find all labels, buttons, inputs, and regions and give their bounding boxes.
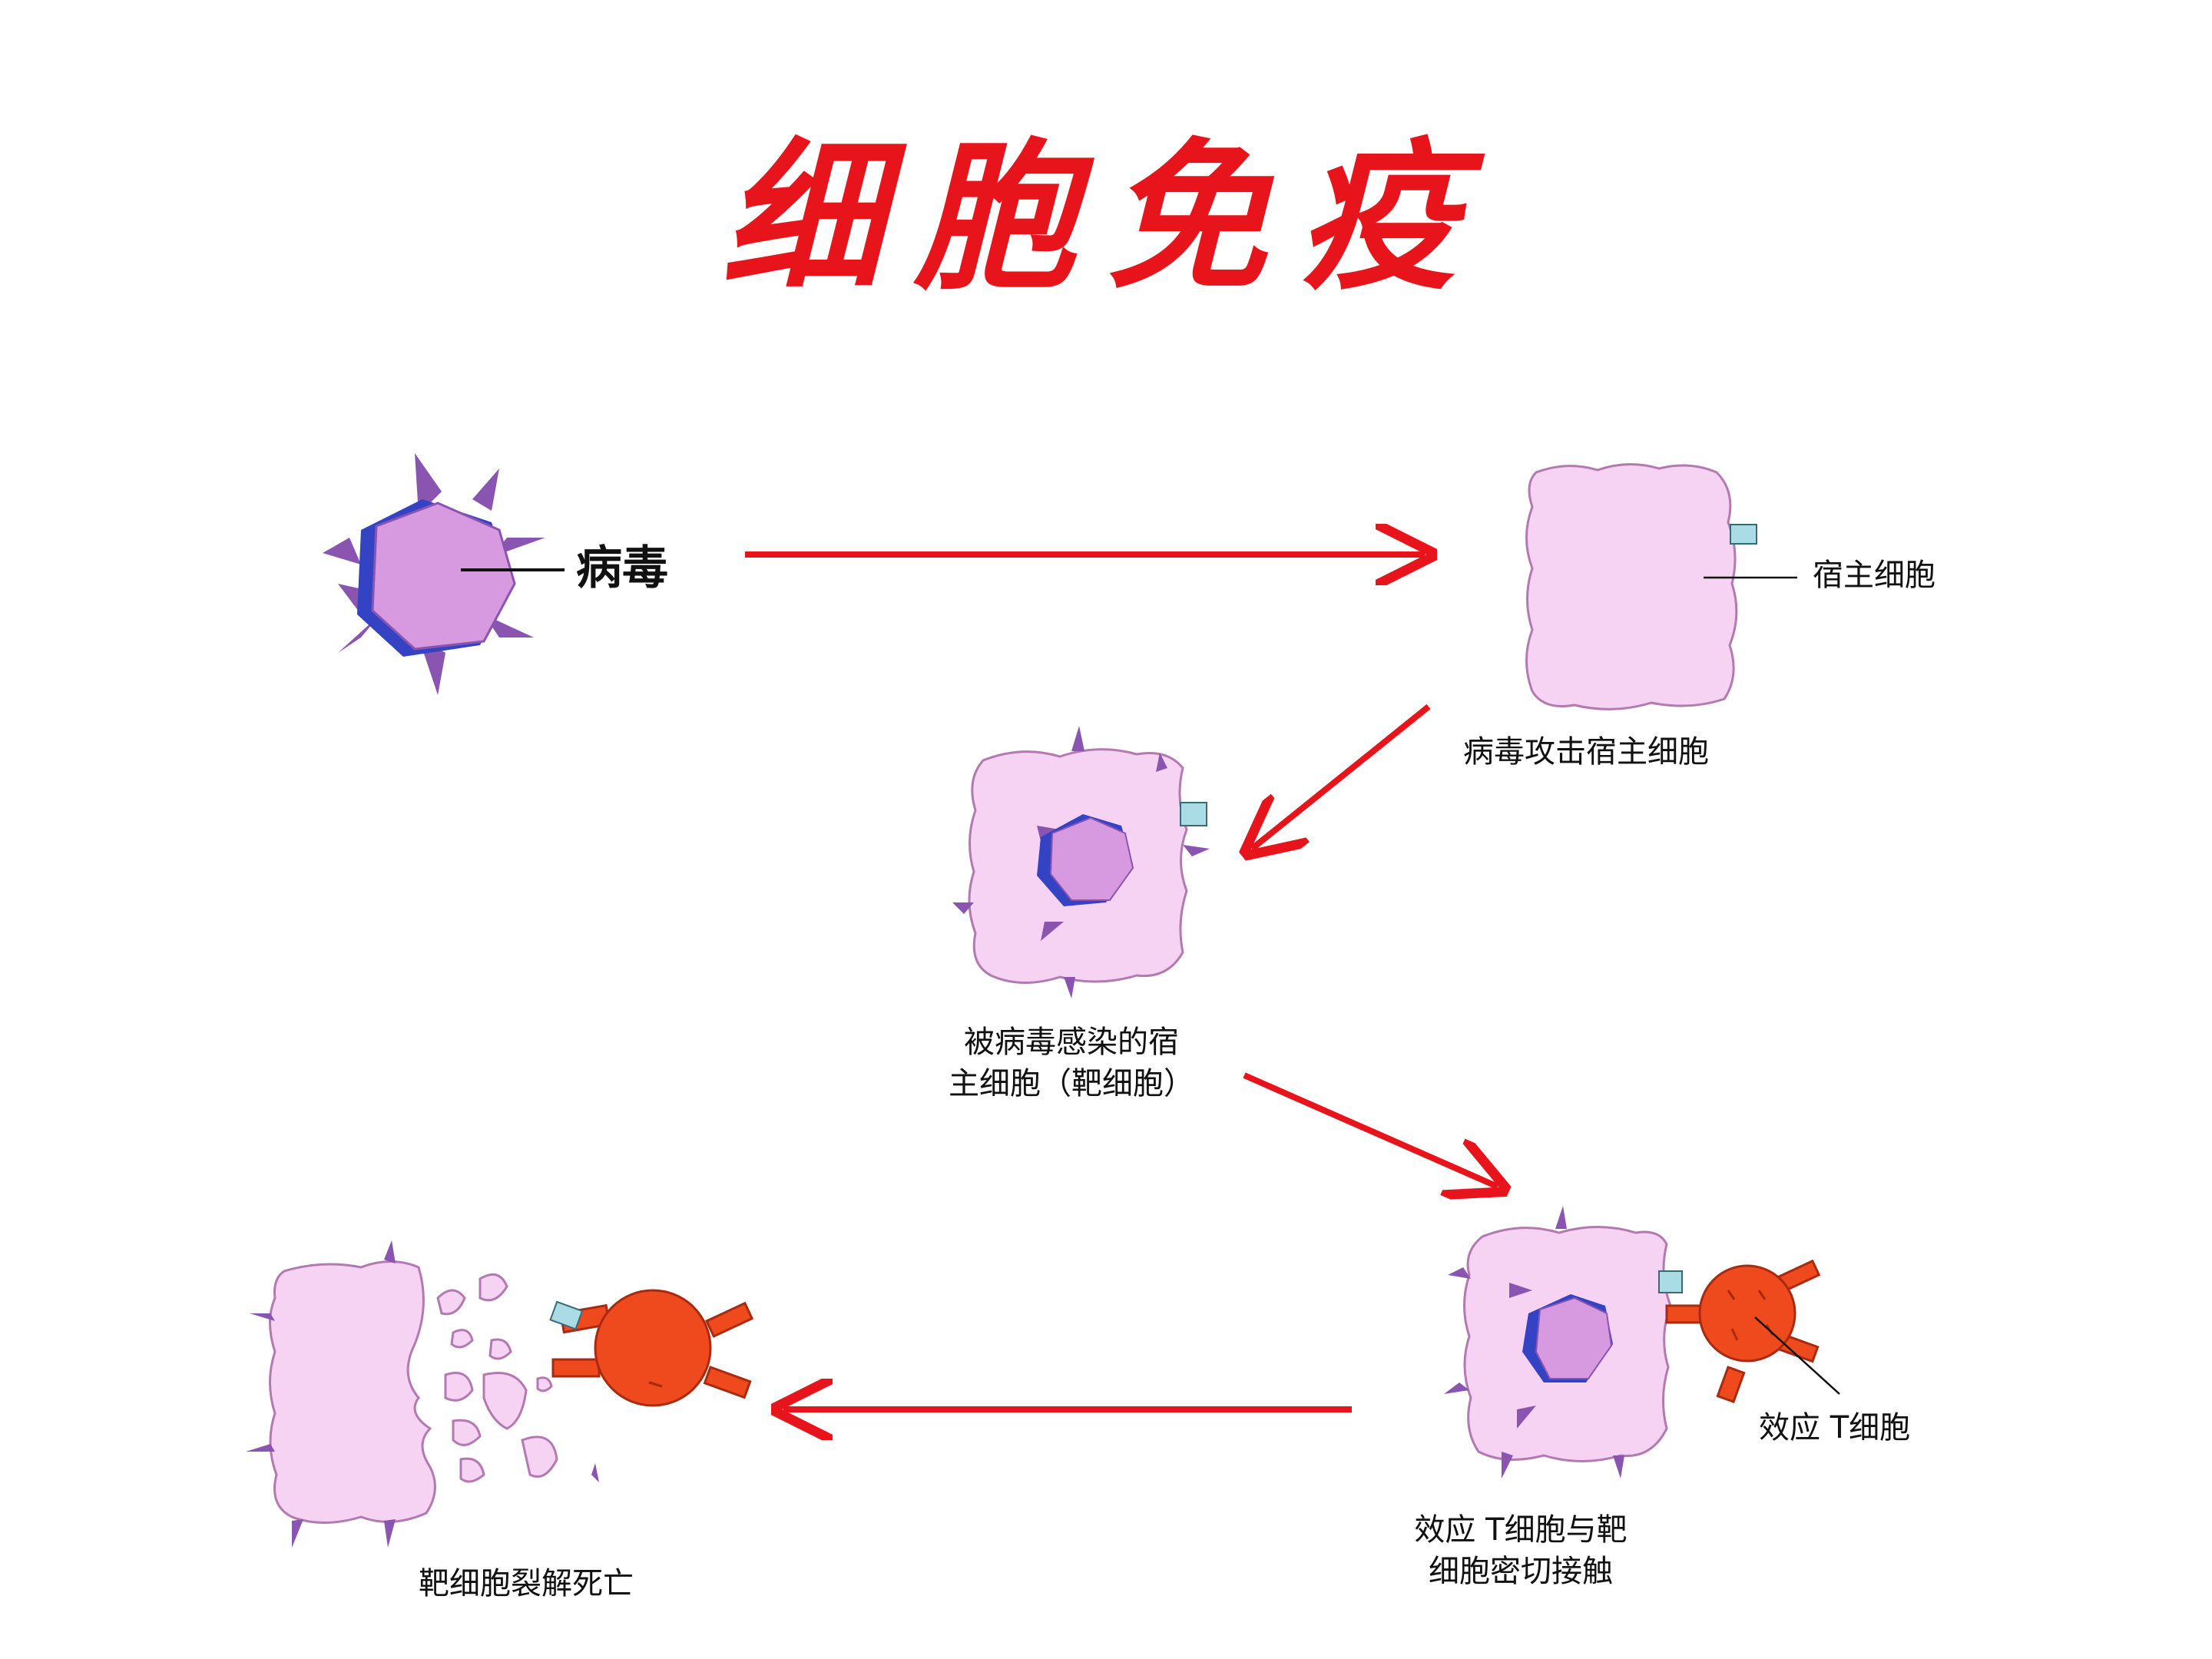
contact-label-line1: 效应 T细胞与靶 — [1414, 1512, 1628, 1548]
infected-cell — [952, 726, 1210, 998]
host-receptor — [1730, 524, 1757, 545]
virus-particle — [323, 453, 565, 695]
host-cell-membrane — [1525, 463, 1738, 710]
host-cell-label: 宿主细胞 — [1813, 558, 1936, 593]
contact-receptor — [1658, 1270, 1683, 1293]
effector-t-cell — [1665, 1259, 1821, 1404]
lysis-label: 靶细胞裂解死亡 — [419, 1566, 634, 1601]
arrow-host-to-infected — [1252, 704, 1431, 849]
infected-cell-label-line2: 主细胞（靶细胞） — [949, 1066, 1194, 1101]
arrow-infected-to-contact — [1243, 1072, 1498, 1187]
page-title: 细胞免疫 — [721, 122, 1490, 312]
contact-label-line2: 细胞密切接触 — [1429, 1554, 1613, 1589]
lysed-spikes — [246, 1240, 599, 1548]
host-cell — [1525, 463, 1797, 710]
infected-cell-label-line1: 被病毒感染的宿 — [964, 1025, 1179, 1060]
contact-label: 效应 T细胞与靶 细胞密切接触 — [1375, 1509, 1667, 1592]
infected-receptor — [1180, 802, 1207, 826]
virus-attacks-label: 病毒攻击宿主细胞 — [1463, 734, 1709, 770]
virus-capsid — [371, 502, 516, 651]
contact-spikes — [1444, 1206, 1624, 1479]
effector-t-cell-label: 效应 T细胞 — [1759, 1410, 1911, 1445]
cell-fragments — [436, 1273, 558, 1483]
infected-virus — [1049, 816, 1134, 901]
lysed-cell-membrane — [269, 1260, 436, 1524]
lysis-receptor — [549, 1300, 584, 1330]
infected-cell-label: 被病毒感染的宿 主细胞（靶细胞） — [918, 1022, 1225, 1104]
lysis-stage — [246, 1240, 754, 1548]
infected-spikes — [952, 726, 1210, 998]
lysis-t-cell — [551, 1289, 754, 1407]
flow-arrows — [745, 555, 1498, 1409]
effector-label-line — [1754, 1316, 1840, 1395]
virus-label: 病毒 — [576, 541, 668, 595]
contact-virus — [1535, 1296, 1613, 1379]
contact-stage — [1444, 1206, 1840, 1479]
